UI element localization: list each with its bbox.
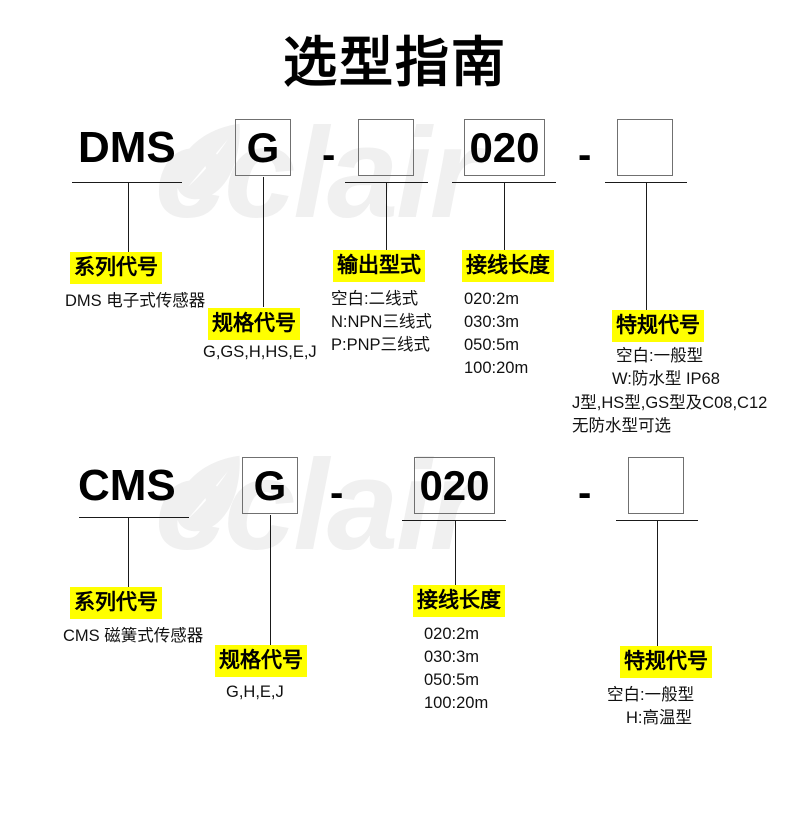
- dms-series-code: DMS: [78, 123, 176, 172]
- dms-series-leader-h: [72, 182, 182, 183]
- dms-callout-series-text: DMS 电子式传感器: [65, 292, 206, 310]
- cms-spec-leader-v: [270, 515, 271, 645]
- dms-callout-length-line-1: 020:2m: [464, 290, 520, 308]
- dms-callout-special-line-3: J型,HS型,GS型及C08,C12: [572, 394, 768, 412]
- dms-callout-special-line-2: W:防水型 IP68: [612, 370, 720, 388]
- dms-length-code-box: 020: [464, 119, 545, 176]
- cms-callout-spec-text: G,H,E,J: [226, 683, 284, 701]
- dms-callout-special-line-4: 无防水型可选: [572, 417, 671, 435]
- cms-series-leader-v: [128, 517, 129, 587]
- cms-dash-2: -: [578, 471, 592, 515]
- cms-callout-series-text: CMS 磁簧式传感器: [63, 627, 204, 645]
- cms-callout-special-label: 特规代号: [620, 646, 712, 678]
- dms-spec-code-box: G: [235, 119, 291, 176]
- dms-callout-spec-label: 规格代号: [208, 308, 300, 340]
- cms-length-leader-h: [402, 520, 506, 521]
- dms-callout-length-line-4: 100:20m: [464, 359, 529, 377]
- cms-series-leader-h: [79, 517, 189, 518]
- cms-dash-1: -: [330, 471, 344, 515]
- cms-series-code: CMS: [78, 461, 176, 510]
- dms-length-leader-v: [504, 182, 505, 250]
- watermark-text-top: cclair: [155, 102, 479, 245]
- cms-callout-series-label: 系列代号: [70, 587, 162, 619]
- dms-callout-special-line-1: 空白:一般型: [616, 347, 704, 365]
- cms-spec-code-box: G: [242, 457, 298, 514]
- dms-callout-length-label: 接线长度: [462, 250, 554, 282]
- cms-callout-length-line-2: 030:3m: [424, 648, 480, 666]
- watermark-leaf-icon-bottom: [176, 455, 240, 532]
- cms-length-leader-v: [455, 520, 456, 585]
- cms-callout-length-label: 接线长度: [413, 585, 505, 617]
- dms-callout-output-label: 输出型式: [333, 250, 425, 282]
- cms-length-code-box: 020: [414, 457, 495, 514]
- dms-callout-special-label: 特规代号: [612, 310, 704, 342]
- dms-special-leader-v: [646, 182, 647, 310]
- page-title: 选型指南: [283, 33, 507, 93]
- cms-callout-length-line-1: 020:2m: [424, 625, 480, 643]
- cms-callout-special-line-2: H:高温型: [626, 709, 692, 727]
- cms-callout-spec-label: 规格代号: [215, 645, 307, 677]
- dms-series-leader-v: [128, 182, 129, 252]
- cms-special-code-box: [628, 457, 684, 514]
- cms-callout-special-line-1: 空白:一般型: [607, 686, 695, 704]
- dms-dash-1: -: [322, 133, 336, 177]
- dms-spec-leader-v: [263, 177, 264, 307]
- dms-output-code-box: [358, 119, 414, 176]
- cms-callout-length-line-3: 050:5m: [424, 671, 480, 689]
- cms-special-leader-v: [657, 520, 658, 646]
- dms-dash-2: -: [578, 133, 592, 177]
- cms-callout-length-line-4: 100:20m: [424, 694, 489, 712]
- dms-callout-output-line-3: P:PNP三线式: [331, 336, 431, 354]
- dms-callout-spec-text: G,GS,H,HS,E,J: [203, 343, 317, 361]
- dms-callout-series-label: 系列代号: [70, 252, 162, 284]
- dms-callout-output-line-1: 空白:二线式: [331, 290, 419, 308]
- dms-callout-length-line-3: 050:5m: [464, 336, 520, 354]
- dms-callout-length-line-2: 030:3m: [464, 313, 520, 331]
- dms-special-code-box: [617, 119, 673, 176]
- dms-callout-output-line-2: N:NPN三线式: [331, 313, 432, 331]
- dms-output-leader-v: [386, 182, 387, 250]
